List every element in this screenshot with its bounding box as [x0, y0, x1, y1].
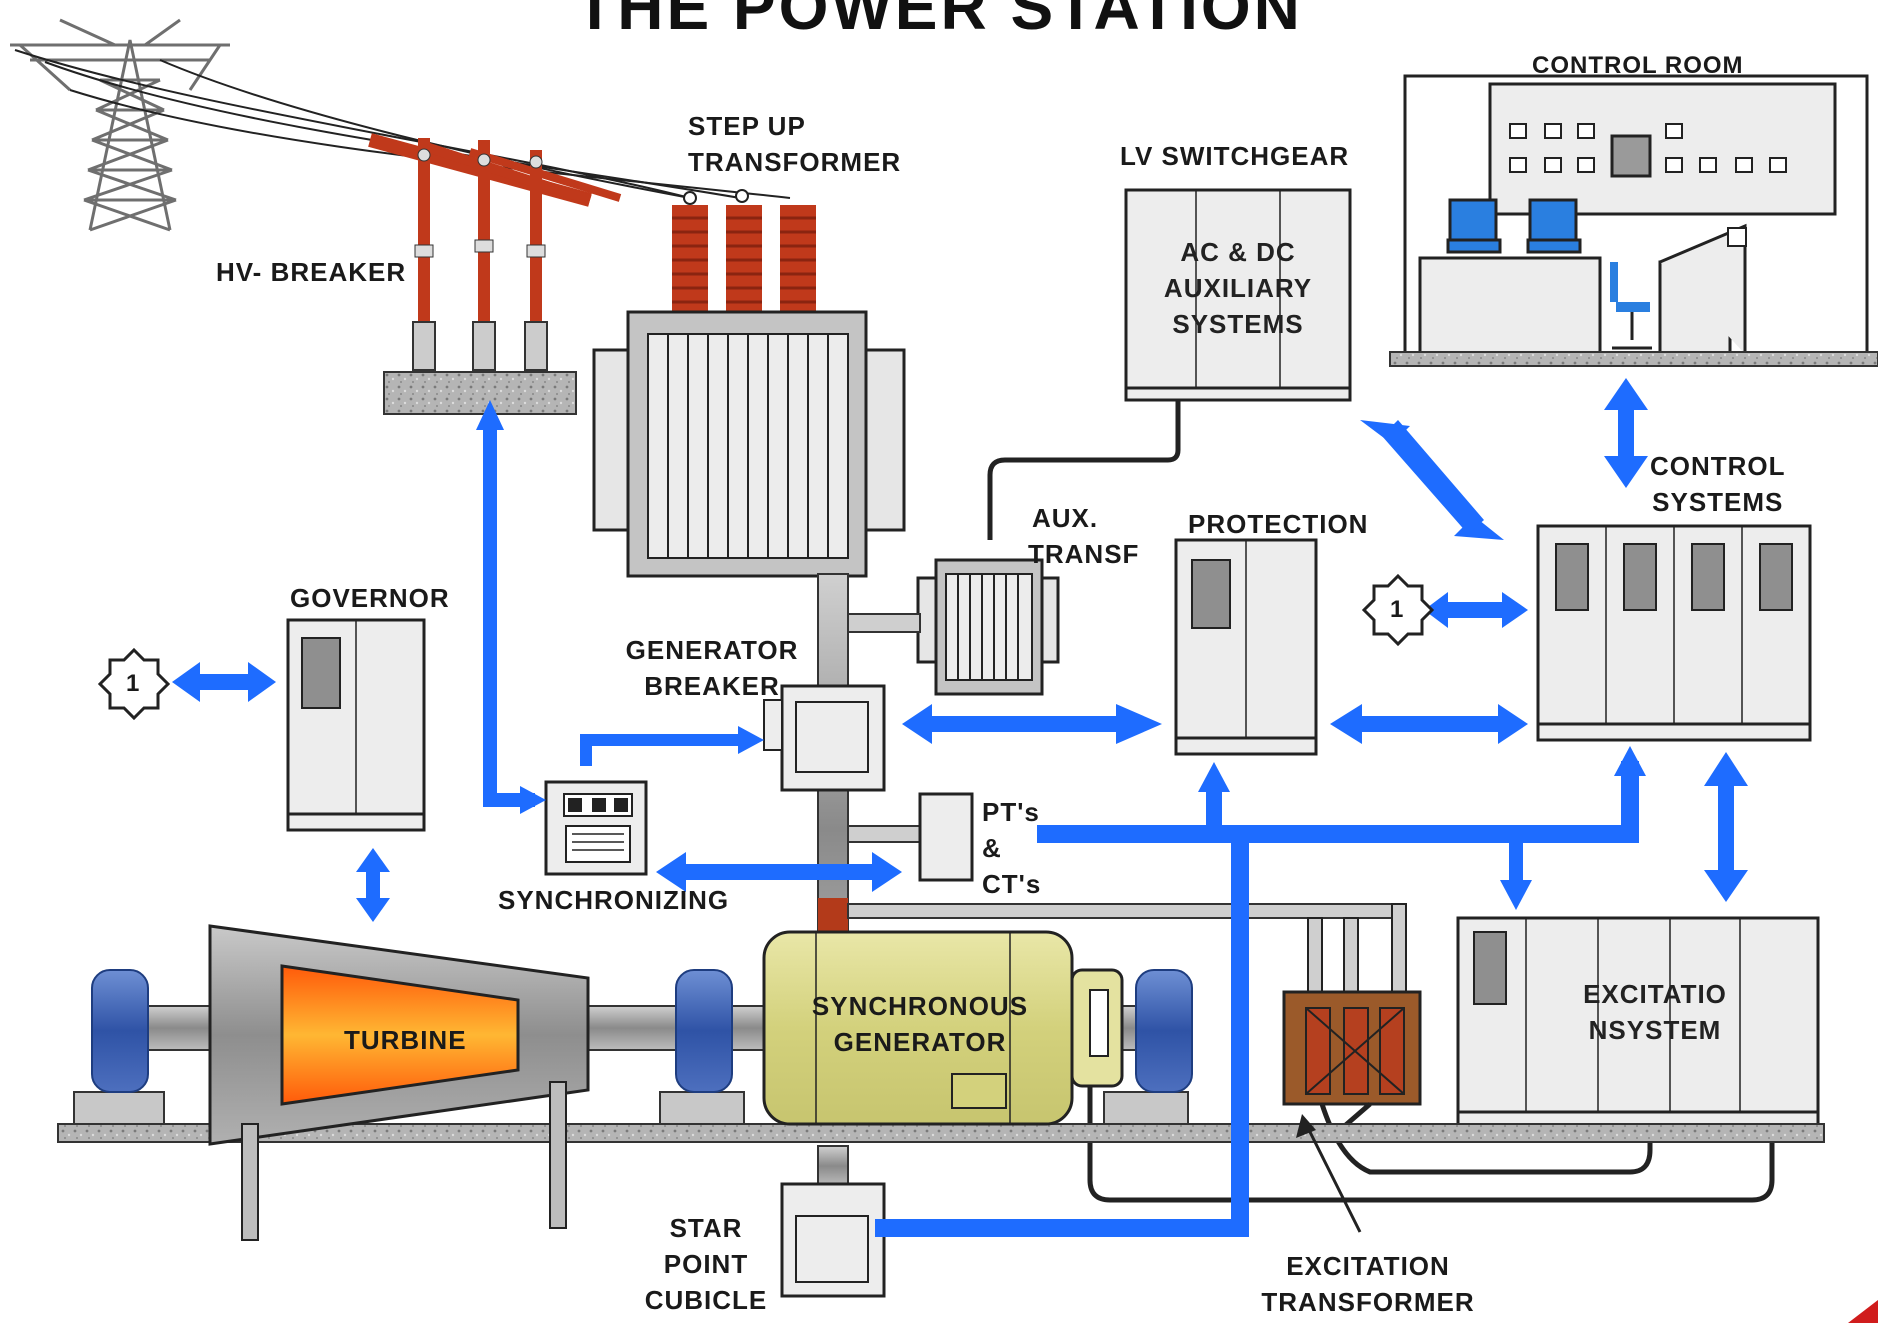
step-up-transformer-bushings	[672, 189, 816, 313]
connector-1-right-label: 1	[1390, 596, 1405, 623]
governor-cabinet	[286, 618, 426, 832]
pedestals	[73, 1091, 1189, 1125]
pt-ct-box	[918, 792, 974, 882]
control-room	[1403, 74, 1869, 356]
couplings	[91, 969, 1193, 1093]
generator-breaker-label: GENERATOR BREAKER	[625, 635, 799, 701]
generator-breaker	[763, 684, 886, 792]
excitation-system-cabinet	[1456, 916, 1820, 1130]
control-systems-label: CONTROL SYSTEMS	[1650, 451, 1786, 517]
lv-aux-cable	[987, 400, 1181, 540]
synchronous-generator-label: SYNCHRONOUS GENERATOR	[811, 991, 1029, 1057]
transmission-tower	[10, 18, 230, 232]
hv-breaker-insulators	[368, 133, 622, 371]
aux-transf-label: AUX. TRANSF	[1028, 503, 1140, 569]
connector-1-left-label: 1	[126, 670, 141, 697]
lv-switchgear-cabinet	[1124, 188, 1352, 402]
excitation-transformer	[1282, 903, 1422, 1106]
synchronizing-unit	[544, 780, 648, 876]
control-room-floor	[1389, 351, 1878, 367]
turbine-label: TURBINE	[344, 1025, 467, 1055]
corner-mark	[1848, 1300, 1878, 1323]
hv-breaker-label: HV- BREAKER	[216, 257, 407, 287]
step-up-transformer-label: STEP UP TRANSFORMER	[688, 111, 902, 177]
excitation-pointer	[1304, 1123, 1362, 1233]
excitation-transformer-label: EXCITATION TRANSFORMER	[1261, 1251, 1475, 1317]
turbine	[208, 924, 590, 1241]
page-title: THE POWER STATION	[575, 0, 1303, 43]
signal-lines	[483, 423, 1639, 1237]
control-systems-cabinet	[1536, 524, 1812, 742]
aux-transformer	[916, 558, 1060, 696]
control-room-label: CONTROL ROOM	[1532, 52, 1744, 79]
protection-label: PROTECTION	[1188, 509, 1369, 539]
connector-1-left	[97, 647, 171, 721]
protection-cabinet	[1174, 538, 1318, 756]
excitation-system-label: EXCITATIO NSYSTEM	[1583, 979, 1727, 1045]
connector-1-right	[1361, 573, 1435, 647]
lv-switchgear-label: LV SWITCHGEAR	[1120, 141, 1350, 171]
step-up-transformer	[592, 310, 906, 578]
pt-ct-label: PT's & CT's	[982, 797, 1042, 899]
governor-label: GOVERNOR	[290, 583, 450, 613]
synchronous-generator	[762, 930, 1124, 1126]
star-point-cubicle	[780, 1182, 886, 1298]
signal-arrows	[172, 378, 1748, 922]
hv-breaker-foundation	[383, 371, 577, 415]
synchronizing-label: SYNCHRONIZING	[498, 885, 730, 915]
star-point-cubicle-label: STAR POINT CUBICLE	[644, 1213, 768, 1315]
ac-dc-auxiliary-label: AC & DC AUXILIARY SYSTEMS	[1163, 237, 1313, 339]
